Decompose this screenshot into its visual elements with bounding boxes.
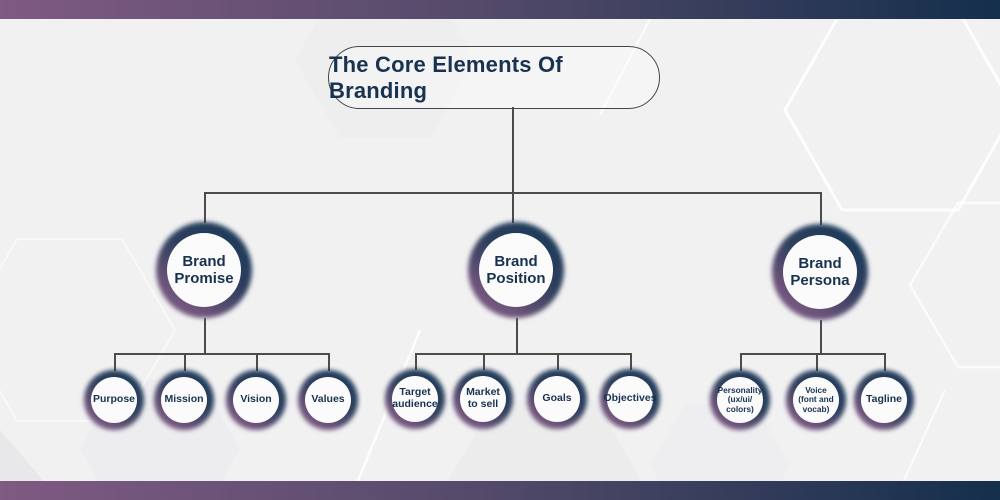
node-label: Objectives [603, 376, 657, 422]
node-voice: Voice (font and vocab) [786, 370, 846, 430]
node-label: Purpose [91, 377, 137, 423]
connector-drop-target-audience [415, 353, 417, 370]
node-target-audience: Target audience [385, 369, 445, 429]
connector-drop-values [328, 353, 330, 371]
node-objectives: Objectives [600, 369, 660, 429]
connector-drop-market-to-sell [483, 353, 485, 370]
node-personality: Personality (ux/ui/ colors) [710, 370, 770, 430]
connector-drop-brand-promise [204, 192, 206, 223]
node-label: Target audience [392, 376, 438, 422]
node-label: Voice (font and vocab) [793, 377, 839, 423]
node-label: Market to sell [460, 376, 506, 422]
node-brand-persona: Brand Persona [772, 224, 868, 320]
connector-drop-personality [740, 353, 742, 371]
connector-persona-horizontal [740, 353, 885, 355]
node-label: Mission [161, 377, 207, 423]
node-market-to-sell: Market to sell [453, 369, 513, 429]
node-label: Brand Promise [167, 233, 241, 307]
diagram-title: The Core Elements Of Branding [328, 46, 660, 109]
connector-promise-horizontal [114, 353, 329, 355]
connector-feed-brand-position [516, 318, 518, 354]
connector-feed-brand-persona [820, 320, 822, 354]
node-label: Goals [534, 376, 580, 422]
node-brand-promise: Brand Promise [156, 222, 252, 318]
connector-feed-brand-promise [204, 318, 206, 354]
bottom-gradient-bar [0, 481, 1000, 500]
connector-title-to-brand-position [512, 107, 514, 223]
node-purpose: Purpose [84, 370, 144, 430]
connector-position-horizontal [415, 353, 631, 355]
node-label: Vision [233, 377, 279, 423]
connector-drop-mission [184, 353, 186, 371]
node-label: Personality (ux/ui/ colors) [717, 377, 763, 423]
node-tagline: Tagline [854, 370, 914, 430]
connector-drop-goals [557, 353, 559, 370]
node-label: Tagline [861, 377, 907, 423]
connector-drop-tagline [884, 353, 886, 371]
node-label: Values [305, 377, 351, 423]
node-label: Brand Position [479, 233, 553, 307]
node-goals: Goals [527, 369, 587, 429]
top-gradient-bar [0, 0, 1000, 19]
node-label: Brand Persona [783, 235, 857, 309]
connector-drop-brand-persona [820, 192, 822, 225]
connector-drop-voice [816, 353, 818, 371]
node-mission: Mission [154, 370, 214, 430]
connector-drop-vision [256, 353, 258, 371]
node-vision: Vision [226, 370, 286, 430]
connector-level1-horizontal [204, 192, 821, 194]
node-values: Values [298, 370, 358, 430]
connector-drop-objectives [630, 353, 632, 370]
connector-drop-purpose [114, 353, 116, 371]
node-brand-position: Brand Position [468, 222, 564, 318]
